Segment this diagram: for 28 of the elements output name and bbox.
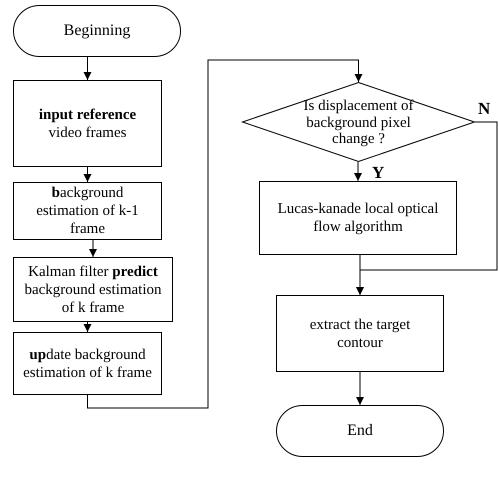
node-text: extract the target contour — [308, 316, 412, 352]
node-text: End — [346, 421, 374, 441]
arrow — [84, 166, 92, 182]
node-text: Is displacement of background pixel change ? — [302, 98, 414, 148]
process-box — [13, 257, 173, 322]
node-text: input reference video frames — [38, 106, 138, 142]
arrow — [84, 322, 92, 332]
process-box — [13, 80, 162, 167]
arrow — [87, 60, 362, 408]
arrow — [89, 240, 97, 258]
process-box — [13, 332, 162, 395]
node-text: Lucas-kanade local optical flow algorithm — [276, 200, 440, 236]
arrow — [356, 254, 364, 296]
arrow — [356, 372, 364, 406]
edge-label: Y — [372, 164, 384, 181]
terminal-shape — [276, 405, 444, 457]
process-box — [259, 181, 457, 255]
process-box — [276, 295, 444, 372]
decision-diamond — [242, 82, 475, 162]
terminal-shape — [13, 5, 181, 57]
node-text: update background estimation of k frame — [22, 346, 153, 382]
arrow — [84, 56, 92, 80]
node-text: Beginning — [62, 21, 132, 41]
arrow — [354, 162, 362, 182]
edge-label: N — [478, 100, 490, 117]
node-text: background estimation of k-1 frame — [35, 184, 140, 238]
process-box — [13, 182, 162, 240]
node-text: Kalman filter predict background estimation of k frame — [23, 262, 163, 316]
